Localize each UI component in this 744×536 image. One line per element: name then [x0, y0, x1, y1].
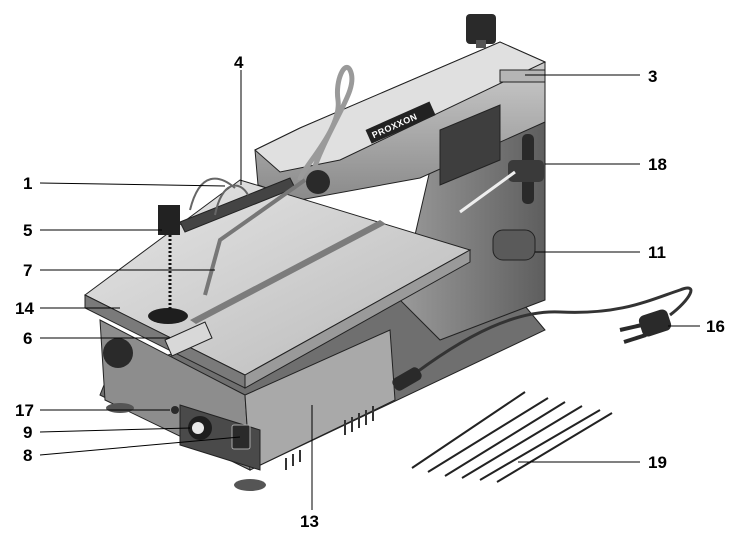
tension-knob-stem — [476, 40, 486, 48]
leader-1 — [39, 182, 226, 187]
upper-blade-clamp — [158, 205, 180, 235]
spare-blade — [444, 401, 566, 477]
work-table — [84, 179, 472, 389]
upper-blade-knob — [306, 170, 330, 194]
table-slot — [190, 220, 386, 324]
miter-gauge — [164, 321, 213, 357]
plug-body — [638, 309, 672, 337]
callout-7: 7 — [23, 261, 32, 280]
lower-housing — [99, 319, 396, 491]
table-edge-right — [244, 249, 471, 389]
callout-4: 4 — [234, 53, 244, 72]
leader-lines — [39, 70, 700, 510]
blower-hose — [297, 65, 355, 181]
hex-key-holder — [171, 406, 179, 414]
spare-blades — [411, 391, 613, 483]
tension-lever — [499, 69, 546, 83]
callout-5: 5 — [23, 221, 32, 240]
housing-vents — [285, 406, 374, 470]
spare-blade — [479, 409, 601, 481]
speed-knob-cap — [192, 422, 204, 434]
callout-1: 1 — [23, 174, 32, 193]
leader-9 — [39, 427, 191, 433]
plug-pin-a — [619, 323, 643, 332]
bevel-rod — [459, 170, 516, 214]
callout-19: 19 — [648, 453, 667, 472]
cord-line — [399, 286, 693, 387]
table-lock-knob — [103, 338, 133, 368]
callout-3: 3 — [648, 67, 657, 86]
callout-9: 9 — [23, 423, 32, 442]
hold-down-arm — [158, 177, 307, 310]
callout-17: 17 — [15, 401, 34, 420]
arm-throat — [439, 104, 501, 186]
spare-blade — [427, 397, 549, 473]
power-cord — [392, 286, 693, 391]
power-switch — [231, 424, 251, 450]
plug-pin-b — [623, 333, 647, 344]
callout-18: 18 — [648, 155, 667, 174]
leader-8 — [39, 436, 241, 456]
cord-strain-relief — [392, 367, 422, 391]
callout-labels: 1 3 4 5 6 7 8 9 11 13 14 16 17 18 19 — [15, 53, 725, 531]
callout-6: 6 — [23, 329, 32, 348]
spare-blade — [461, 405, 583, 479]
callout-16: 16 — [706, 317, 725, 336]
spare-blade — [411, 391, 526, 469]
blower-nozzle-tube — [203, 178, 307, 296]
dust-nozzle — [492, 229, 536, 261]
spare-blade — [496, 412, 613, 483]
callout-11: 11 — [648, 243, 666, 262]
front-foot — [234, 479, 266, 491]
callout-8: 8 — [23, 446, 32, 465]
callout-14: 14 — [15, 299, 34, 318]
left-foot — [106, 403, 134, 413]
throat-plate — [148, 308, 188, 324]
bevel-handle-grip — [508, 160, 544, 182]
callout-13: 13 — [300, 512, 319, 531]
hold-down-wire — [189, 177, 249, 216]
tension-knob — [466, 14, 496, 44]
